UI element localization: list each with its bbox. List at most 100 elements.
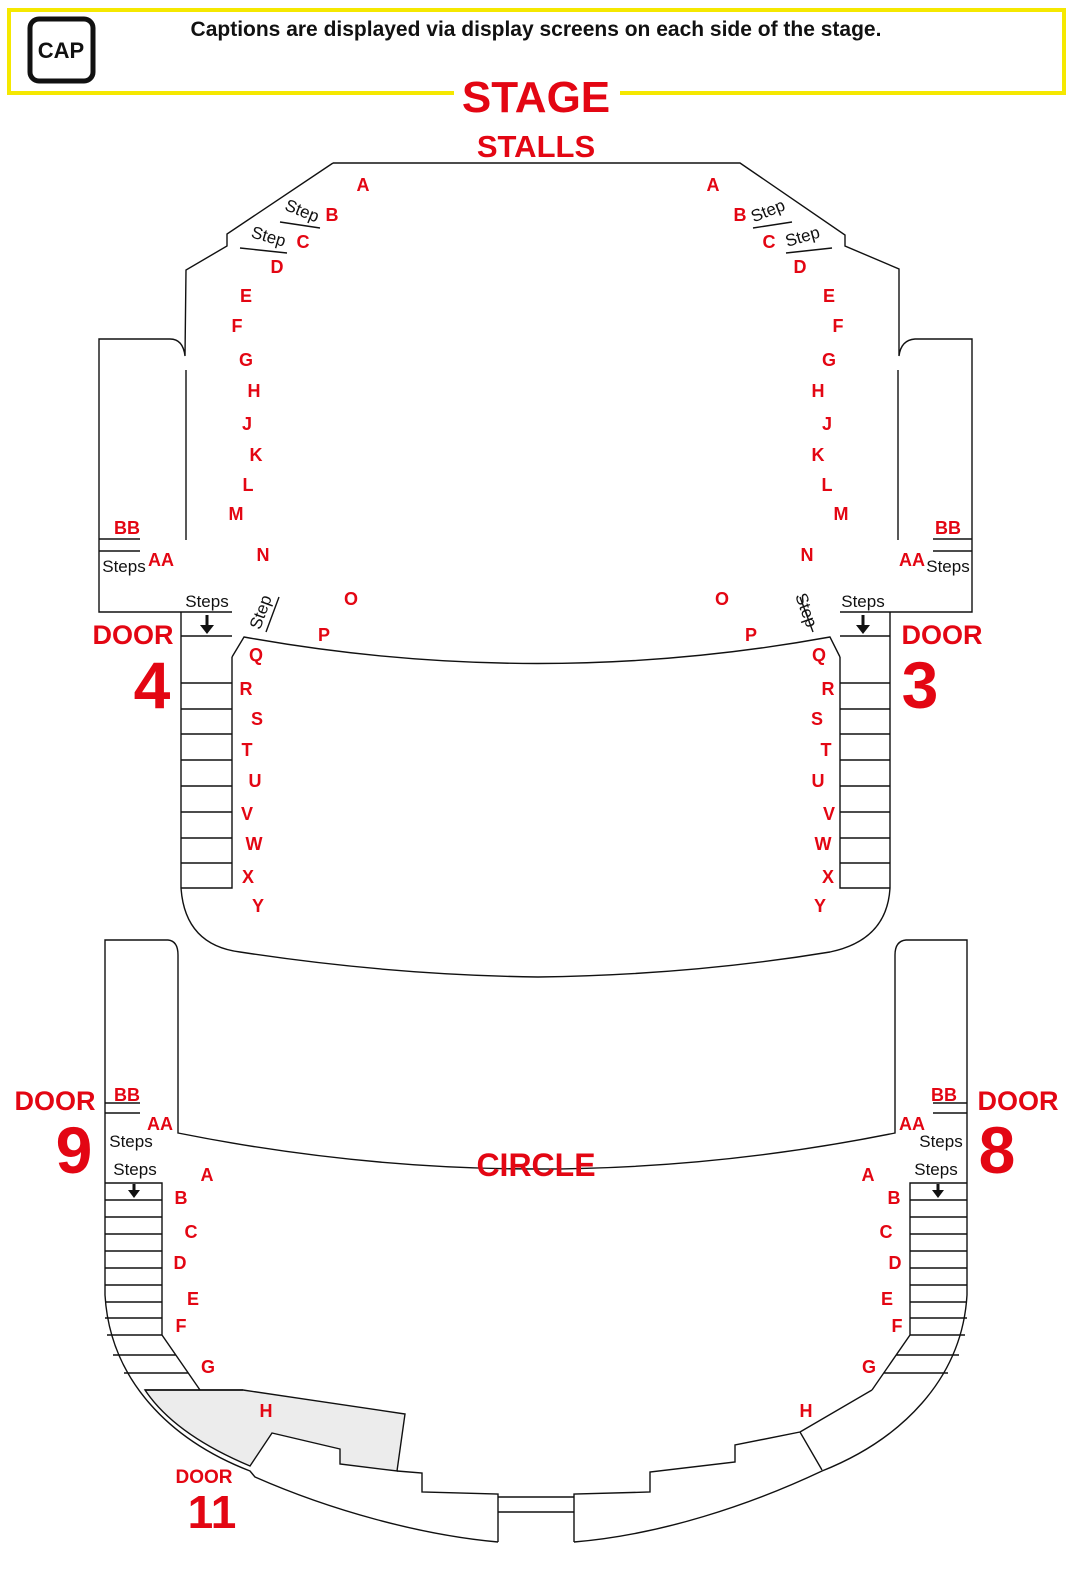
row-label: X — [822, 867, 834, 887]
row-label: L — [822, 475, 833, 495]
stalls-outline — [98, 162, 973, 978]
row-label: A — [862, 1165, 875, 1185]
step-label: Step — [791, 590, 821, 629]
circle-outline — [104, 939, 968, 1543]
row-label: G — [201, 1357, 215, 1377]
door-word: DOOR — [176, 1467, 233, 1488]
row-label: L — [243, 475, 254, 495]
row-label: A — [357, 175, 370, 195]
row-label: D — [174, 1253, 187, 1273]
row-label: P — [318, 625, 330, 645]
steps-label: Steps — [926, 557, 969, 576]
row-label: D — [271, 257, 284, 277]
row-label: C — [297, 232, 310, 252]
down-arrow-icon — [128, 1184, 140, 1198]
row-label: M — [229, 504, 244, 524]
row-label: C — [763, 232, 776, 252]
row-label: V — [823, 804, 835, 824]
row-label: V — [241, 804, 253, 824]
row-label: E — [240, 286, 252, 306]
door-4: DOOR 4 — [93, 620, 174, 722]
steps-label: Steps — [113, 1160, 156, 1179]
door-number: 4 — [134, 648, 171, 722]
row-label: E — [187, 1289, 199, 1309]
door-3: DOOR 3 — [902, 620, 983, 722]
door-word: DOOR — [93, 620, 174, 650]
captions-icon-label: CAP — [38, 38, 84, 63]
row-label: N — [801, 545, 814, 565]
row-label: G — [862, 1357, 876, 1377]
steps-label: Steps — [919, 1132, 962, 1151]
steps-label: Steps — [841, 592, 884, 611]
steps-label: Steps — [185, 592, 228, 611]
row-label: F — [833, 316, 844, 336]
row-label: Y — [814, 896, 826, 916]
box-row-label: BB — [114, 1085, 140, 1105]
row-label: O — [715, 589, 729, 609]
row-label: T — [242, 740, 253, 760]
box-row-label: AA — [148, 550, 174, 570]
row-label: K — [812, 445, 825, 465]
stage-label: STAGE — [462, 73, 610, 122]
steps-label: Steps — [102, 557, 145, 576]
row-label: E — [881, 1289, 893, 1309]
door-number: 3 — [902, 648, 939, 722]
steps-label: Steps — [109, 1132, 152, 1151]
box-row-label: AA — [899, 550, 925, 570]
circle-title: CIRCLE — [476, 1147, 595, 1183]
row-label: D — [889, 1253, 902, 1273]
steps-label: Steps — [914, 1160, 957, 1179]
row-label: S — [811, 709, 823, 729]
door-word: DOOR — [902, 620, 983, 650]
row-label: B — [326, 205, 339, 225]
row-label: O — [344, 589, 358, 609]
row-label: A — [201, 1165, 214, 1185]
box-row-label: BB — [114, 518, 140, 538]
wheelchair-area — [143, 1389, 406, 1472]
banner-text: Captions are displayed via display scree… — [191, 18, 882, 41]
row-label: Q — [812, 645, 826, 665]
captions-icon: CAP — [27, 16, 96, 84]
box-row-label: AA — [147, 1114, 173, 1134]
door-number: 9 — [56, 1113, 93, 1187]
row-label: T — [821, 740, 832, 760]
door-word: DOOR — [978, 1086, 1059, 1116]
row-label: B — [734, 205, 747, 225]
row-label: U — [249, 771, 262, 791]
stalls-title: STALLS — [477, 129, 595, 164]
down-arrow-icon — [200, 615, 214, 634]
row-label: E — [823, 286, 835, 306]
down-arrow-icon — [932, 1184, 944, 1198]
row-label: Q — [249, 645, 263, 665]
row-label: G — [822, 350, 836, 370]
row-label: C — [880, 1222, 893, 1242]
row-label: J — [822, 414, 832, 434]
row-label: K — [250, 445, 263, 465]
row-label: S — [251, 709, 263, 729]
door-word: DOOR — [15, 1086, 96, 1116]
door-11: DOOR 11 — [176, 1467, 237, 1538]
row-label: F — [232, 316, 243, 336]
row-label: M — [834, 504, 849, 524]
row-label: U — [812, 771, 825, 791]
row-label: R — [822, 679, 835, 699]
row-label: P — [745, 625, 757, 645]
box-row-label: AA — [899, 1114, 925, 1134]
step-label: Step — [783, 223, 822, 251]
step-label: Step — [748, 196, 788, 227]
door-8: DOOR 8 — [978, 1086, 1059, 1187]
row-label: H — [260, 1401, 273, 1421]
row-label: D — [794, 257, 807, 277]
row-label: X — [242, 867, 254, 887]
down-arrow-icon — [856, 615, 870, 634]
door-number: 11 — [188, 1486, 237, 1538]
row-label: A — [707, 175, 720, 195]
row-label: R — [240, 679, 253, 699]
row-label: J — [242, 414, 252, 434]
row-label: Y — [252, 896, 264, 916]
door-9: DOOR 9 — [15, 1086, 96, 1187]
step-label: Step — [249, 223, 288, 251]
row-label: W — [815, 834, 832, 854]
row-label: B — [175, 1188, 188, 1208]
